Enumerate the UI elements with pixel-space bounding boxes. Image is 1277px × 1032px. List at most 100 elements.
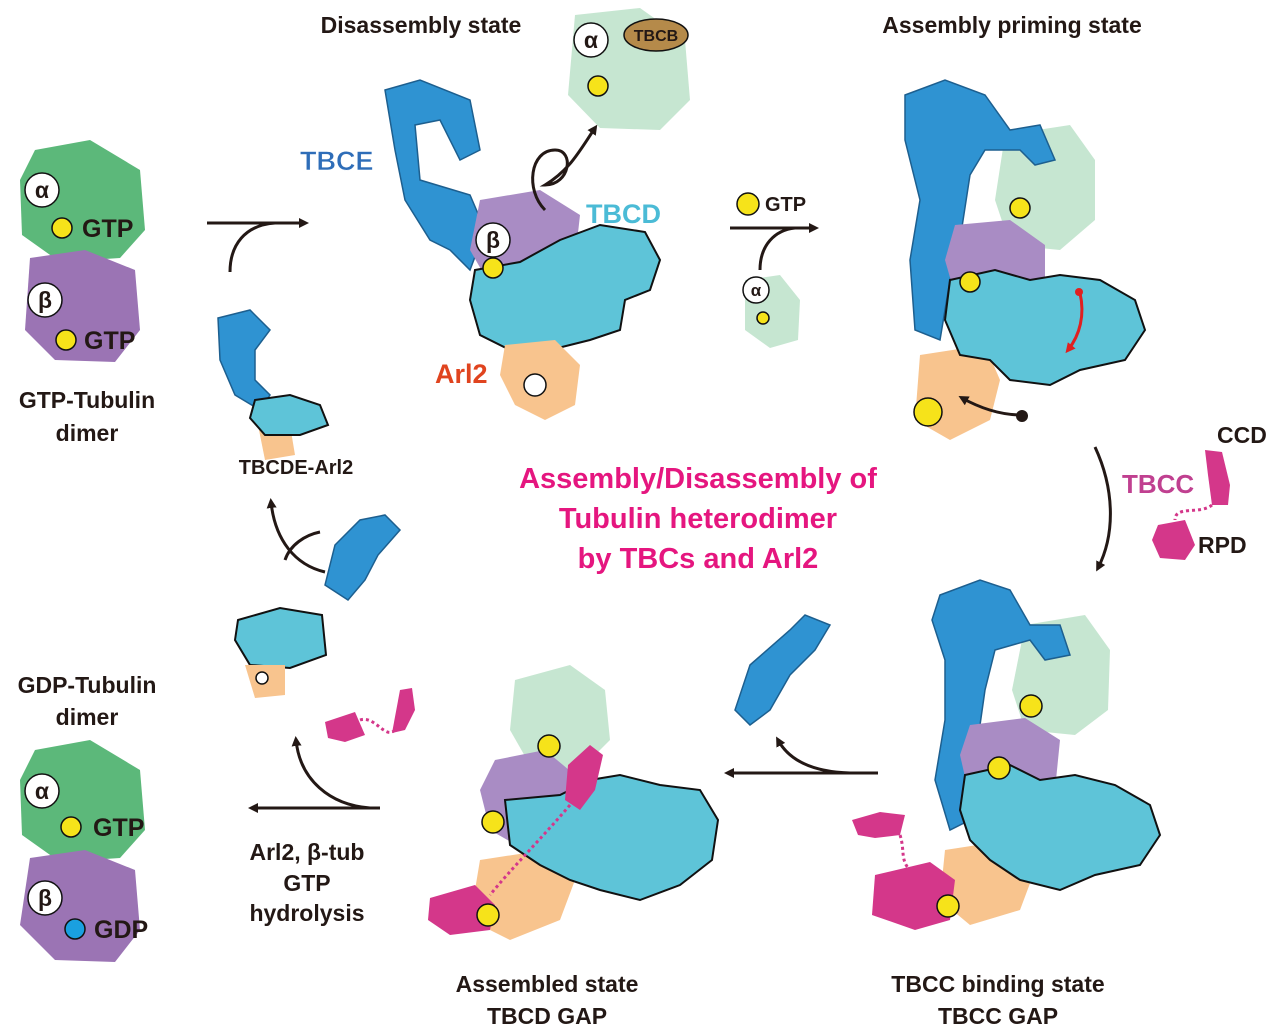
alpha-nucleotide-label: GTP <box>93 814 144 842</box>
gtp-dot <box>987 756 1011 780</box>
alpha-label: α <box>751 281 762 300</box>
hydrolysis-label: hydrolysis <box>249 900 364 926</box>
tbcc-rpd-shape <box>428 885 495 935</box>
gtp-dot <box>587 75 609 97</box>
arl2-label: Arl2 <box>435 359 488 389</box>
tbcc-rpd-shape <box>325 712 365 742</box>
complex-label: TBCDE-Arl2 <box>239 457 353 479</box>
gdp-empty-dot <box>523 373 547 397</box>
tbcc-protein: CCD TBCC RPD <box>1122 422 1267 560</box>
tbce-shape <box>324 514 402 601</box>
beta-badge <box>475 222 511 258</box>
gtp-dimer-label: dimer <box>56 420 119 446</box>
tbcb-shape <box>623 18 689 52</box>
tbcde-arl2-complex: TBCDE-Arl2 <box>217 309 353 479</box>
arrow-curve-up <box>291 736 371 810</box>
hydrolysis-label: Arl2, β-tub <box>250 839 365 865</box>
linker <box>1173 503 1213 521</box>
tbcc-binding-complex <box>852 579 1162 930</box>
tbce-shape <box>904 79 1057 342</box>
diagram-title: Tubulin heterodimer <box>559 503 837 535</box>
gtp-dot <box>936 894 960 918</box>
gtp-dot <box>1009 197 1031 219</box>
arrow-down <box>1093 446 1112 572</box>
tbcc-binding-state-title: TBCC binding state <box>891 971 1104 997</box>
gtp-dot <box>476 903 500 927</box>
assembled-state-subtitle: TBCD GAP <box>487 1003 607 1029</box>
diagram-title: Assembly/Disassembly of <box>519 463 877 495</box>
red-conformational-arrow <box>1065 292 1084 354</box>
tbcc-ccd-shape <box>565 745 603 810</box>
gdp-dimer-label: dimer <box>56 704 119 730</box>
gtp-dot <box>736 192 760 216</box>
tbcd-shape <box>503 773 720 902</box>
gtp-tubulin-dimer: α β GTP GTP GTP-Tubulin dimer <box>19 140 155 446</box>
arrow-curve <box>758 226 796 271</box>
alpha-badge <box>573 22 609 58</box>
gtp-dot <box>913 397 943 427</box>
gtp-label: GTP <box>765 194 806 216</box>
assembled-state-title: Assembled state <box>456 971 639 997</box>
alpha-badge <box>24 773 60 809</box>
tbcc-ccd-shape <box>852 812 905 838</box>
release-loop-arrow <box>531 124 598 212</box>
tbce-shape <box>217 309 271 412</box>
beta-nucleotide-label: GDP <box>94 916 148 944</box>
rpd-shape <box>1152 520 1195 560</box>
tbcd-shape <box>233 606 328 670</box>
ccd-label: CCD <box>1217 422 1267 448</box>
arrow-origin-dot <box>1016 410 1028 422</box>
assembled-complex <box>428 665 720 940</box>
gtp-dot <box>1019 694 1043 718</box>
alpha-badge <box>742 276 770 304</box>
tbcc-rpd-shape <box>872 862 955 930</box>
tbcd-shape <box>468 223 662 351</box>
alpha-tubulin-shape <box>510 665 610 770</box>
gdp-empty-dot <box>255 671 269 685</box>
beta-badge <box>27 282 63 318</box>
ccd-shape <box>1205 450 1230 505</box>
gtp-dot <box>55 329 77 351</box>
tbcc-binding-state-subtitle: TBCC GAP <box>938 1003 1058 1029</box>
gtp-dot <box>481 810 505 834</box>
alpha-tubulin-shape <box>20 140 145 262</box>
tbcd-label: TBCD <box>586 199 661 229</box>
arrow-curve-up <box>776 736 851 775</box>
alpha-badge <box>24 172 60 208</box>
diagram-title: by TBCs and Arl2 <box>578 543 819 575</box>
tbcb-label: TBCB <box>634 28 678 45</box>
tbcc-label: TBCC <box>1122 469 1194 499</box>
tbcc-ccd-shape <box>392 688 415 733</box>
tbcd-shape <box>943 268 1147 387</box>
tbcd-shape <box>248 393 330 436</box>
disassembly-state-title: Disassembly state <box>321 12 522 38</box>
linker <box>898 834 912 872</box>
beta-badge <box>27 880 63 916</box>
beta-tubulin-shape <box>20 850 140 962</box>
gtp-dot <box>756 311 770 325</box>
arrow-curve <box>228 221 276 273</box>
hydrolysis-label: GTP <box>283 870 330 896</box>
tbce-label: TBCE <box>300 146 374 176</box>
tbce-shape <box>384 79 486 272</box>
priming-complex <box>904 79 1147 440</box>
tbce-shape <box>734 614 832 726</box>
disassembly-complex: β TBCE TBCD Arl2 <box>300 79 662 420</box>
alpha-tubulin-shape <box>20 740 145 862</box>
red-dot <box>1075 288 1083 296</box>
rpd-label: RPD <box>1198 532 1247 558</box>
gdp-dimer-label: GDP-Tubulin <box>18 672 157 698</box>
alpha-label: α <box>35 778 49 804</box>
beta-label: β <box>38 885 52 911</box>
alpha-label: α <box>584 27 598 53</box>
gtp-dot <box>60 816 82 838</box>
gtp-dot <box>537 734 561 758</box>
gdp-tubulin-dimer: GDP-Tubulin dimer α GTP β GDP <box>18 672 157 962</box>
arrow-up <box>266 498 326 574</box>
alpha-label: α <box>35 177 49 203</box>
gtp-dimer-label: GTP-Tubulin <box>19 387 155 413</box>
beta-label: β <box>486 227 500 253</box>
gtp-dot <box>51 217 73 239</box>
linker <box>359 717 397 734</box>
